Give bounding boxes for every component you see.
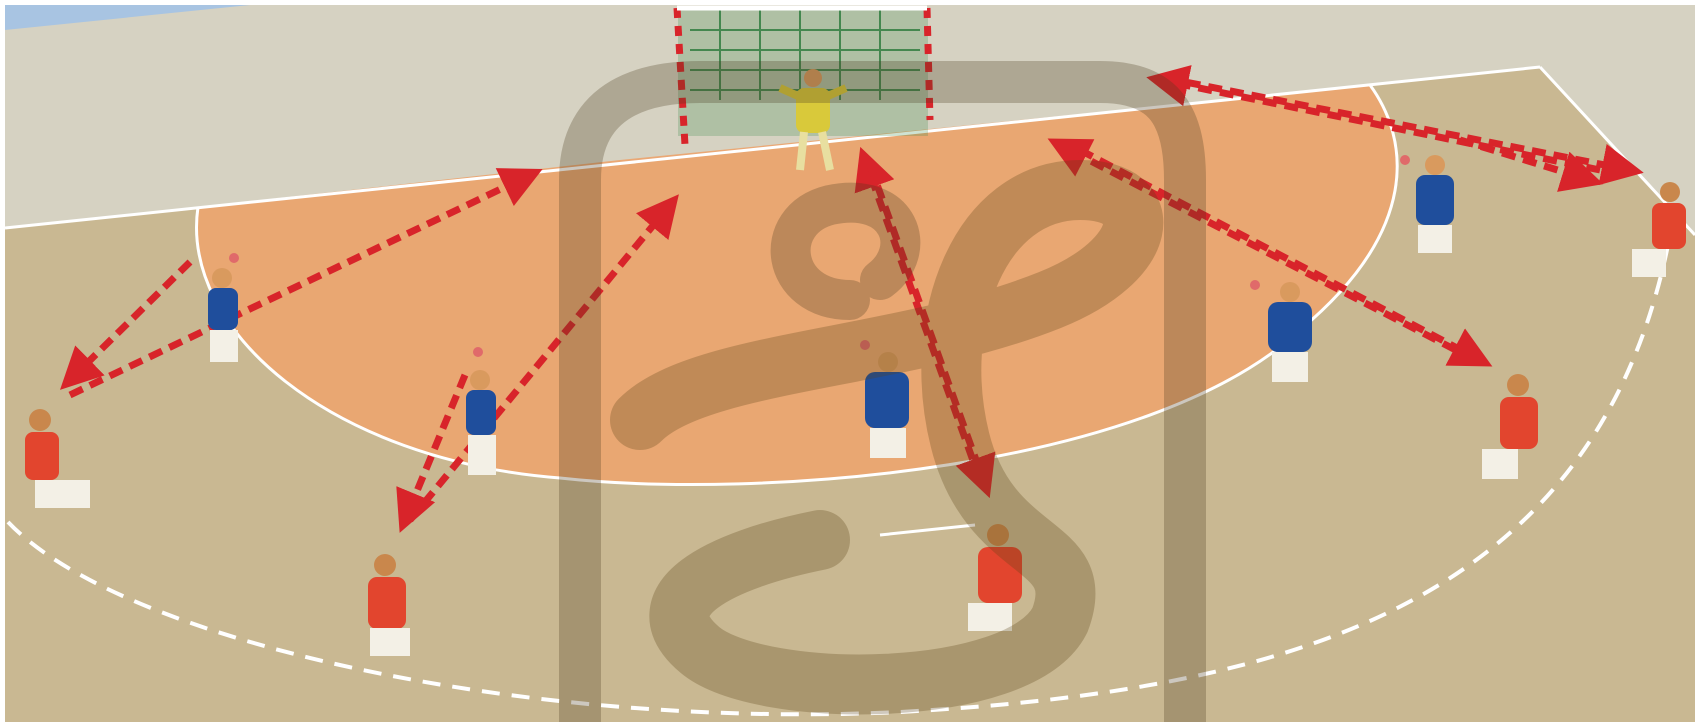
handball-court-diagram — [0, 0, 1701, 726]
